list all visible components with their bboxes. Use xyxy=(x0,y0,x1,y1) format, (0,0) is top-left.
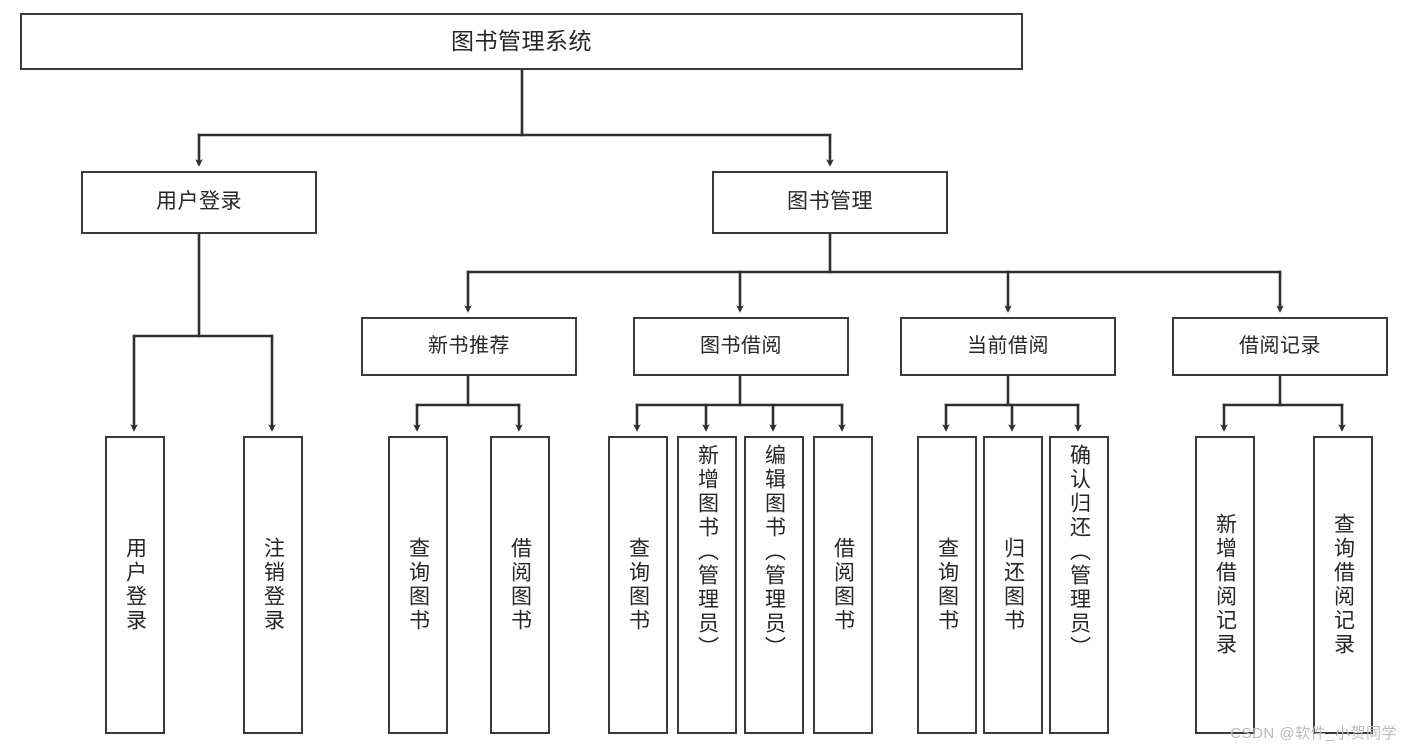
node-label: 查询借阅记录 xyxy=(1331,513,1355,657)
node-label: 编辑图书（管理员） xyxy=(762,444,786,660)
node-label: 当前借阅 xyxy=(967,334,1049,357)
node-label: 借阅记录 xyxy=(1239,334,1321,357)
node-label: 图书借阅 xyxy=(700,334,782,357)
node-label: 查询图书 xyxy=(626,537,650,633)
leaf-current-borrow-query-book[interactable]: 查询图书 xyxy=(917,436,977,734)
node-label: 归还图书 xyxy=(1001,537,1025,633)
node-user-login[interactable]: 用户登录 xyxy=(81,171,317,234)
node-label: 用户登录 xyxy=(156,190,242,214)
leaf-borrow-record-query-record[interactable]: 查询借阅记录 xyxy=(1313,436,1373,734)
leaf-user-login-login[interactable]: 用户登录 xyxy=(105,436,165,734)
node-label: 新增图书（管理员） xyxy=(695,444,719,660)
node-current-borrow[interactable]: 当前借阅 xyxy=(900,317,1116,376)
node-label: 借阅图书 xyxy=(831,537,855,633)
node-label: 新书推荐 xyxy=(428,334,510,357)
node-label: 图书管理系统 xyxy=(451,27,592,54)
leaf-new-book-borrow-book[interactable]: 借阅图书 xyxy=(490,436,550,734)
leaf-new-book-query-book[interactable]: 查询图书 xyxy=(388,436,448,734)
leaf-book-borrow-add-book[interactable]: 新增图书（管理员） xyxy=(677,436,737,734)
node-label: 查询图书 xyxy=(406,537,430,633)
node-label: 图书管理 xyxy=(787,190,873,214)
node-label: 用户登录 xyxy=(123,537,147,633)
node-label: 确认归还（管理员） xyxy=(1067,444,1091,660)
watermark: CSDN @软件_小贺同学 xyxy=(1230,725,1397,742)
node-label: 新增借阅记录 xyxy=(1213,513,1237,657)
leaf-book-borrow-query-book[interactable]: 查询图书 xyxy=(608,436,668,734)
node-label: 查询图书 xyxy=(935,537,959,633)
leaf-book-borrow-borrow-book[interactable]: 借阅图书 xyxy=(813,436,873,734)
leaf-current-borrow-confirm-return[interactable]: 确认归还（管理员） xyxy=(1049,436,1109,734)
node-book-management[interactable]: 图书管理 xyxy=(712,171,948,234)
leaf-current-borrow-return-book[interactable]: 归还图书 xyxy=(983,436,1043,734)
leaf-user-login-logout[interactable]: 注销登录 xyxy=(243,436,303,734)
node-label: 借阅图书 xyxy=(508,537,532,633)
node-borrow-record[interactable]: 借阅记录 xyxy=(1172,317,1388,376)
node-book-borrow[interactable]: 图书借阅 xyxy=(633,317,849,376)
node-label: 注销登录 xyxy=(261,537,285,633)
node-new-book-recommend[interactable]: 新书推荐 xyxy=(361,317,577,376)
leaf-borrow-record-add-record[interactable]: 新增借阅记录 xyxy=(1195,436,1255,734)
leaf-book-borrow-edit-book[interactable]: 编辑图书（管理员） xyxy=(744,436,804,734)
node-root-book-management-system[interactable]: 图书管理系统 xyxy=(20,13,1023,70)
